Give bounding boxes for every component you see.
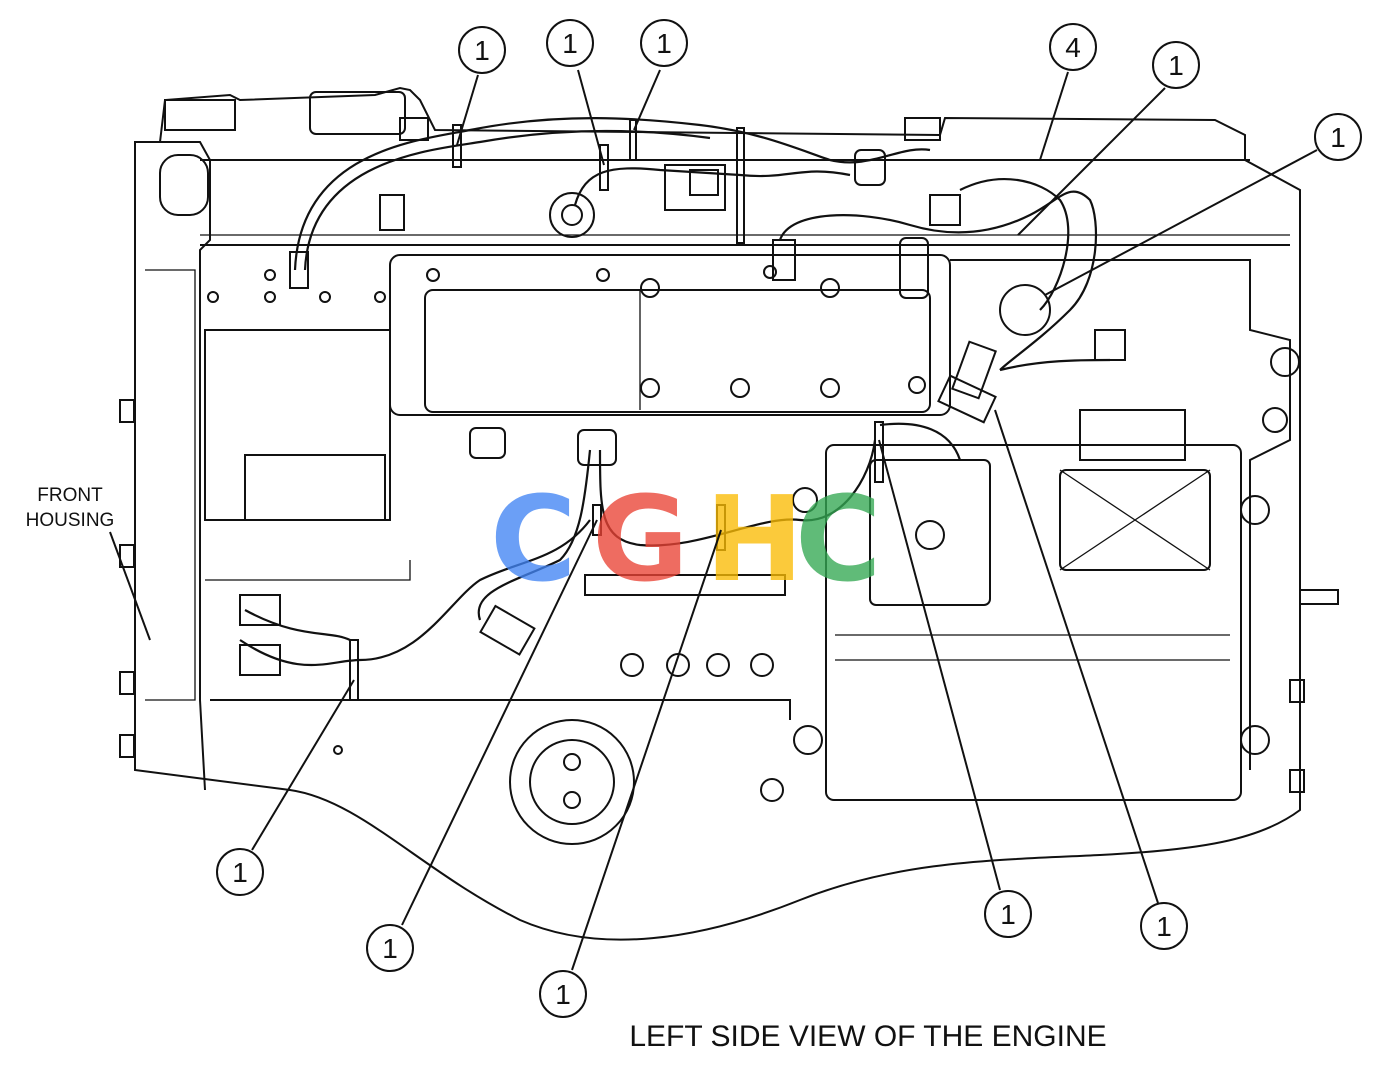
front-housing-label-line1: FRONT [37, 485, 103, 506]
callout-top-3: 1 [640, 19, 688, 67]
callout-label: 1 [232, 857, 248, 888]
watermark-letter-3: H [705, 470, 804, 608]
callout-bottom-2: 1 [366, 924, 414, 972]
callout-label: 1 [1156, 911, 1172, 942]
callout-bottom-4: 1 [984, 890, 1032, 938]
callout-top-4: 4 [1049, 23, 1097, 71]
callout-label: 1 [382, 933, 398, 964]
callout-label: 1 [555, 979, 571, 1010]
watermark-letter-1: C [490, 470, 577, 608]
diagram-caption: LEFT SIDE VIEW OF THE ENGINE [629, 1020, 1106, 1053]
callout-label: 1 [1000, 899, 1016, 930]
engine-drawing [119, 86, 1339, 941]
callout-top-5: 1 [1152, 41, 1200, 89]
callout-top-6: 1 [1314, 113, 1362, 161]
callout-label: 1 [1168, 50, 1184, 81]
callout-top-1: 1 [458, 26, 506, 74]
callout-label: 1 [1330, 122, 1346, 153]
watermark: C G H C [490, 470, 882, 608]
callouts: 1 1 1 4 1 1 1 1 [216, 19, 1362, 1018]
callout-label: 1 [562, 28, 578, 59]
callout-label: 1 [656, 28, 672, 59]
callout-bottom-5: 1 [1140, 902, 1188, 950]
callout-label: 1 [474, 35, 490, 66]
watermark-letter-4: C [795, 470, 882, 608]
watermark-letter-2: G [592, 470, 689, 608]
leader-lines [109, 69, 1318, 971]
front-housing-label-line2: HOUSING [26, 510, 115, 531]
callout-bottom-3: 1 [539, 970, 587, 1018]
callout-bottom-1: 1 [216, 848, 264, 896]
callout-top-2: 1 [546, 19, 594, 67]
callout-label: 4 [1065, 32, 1081, 63]
